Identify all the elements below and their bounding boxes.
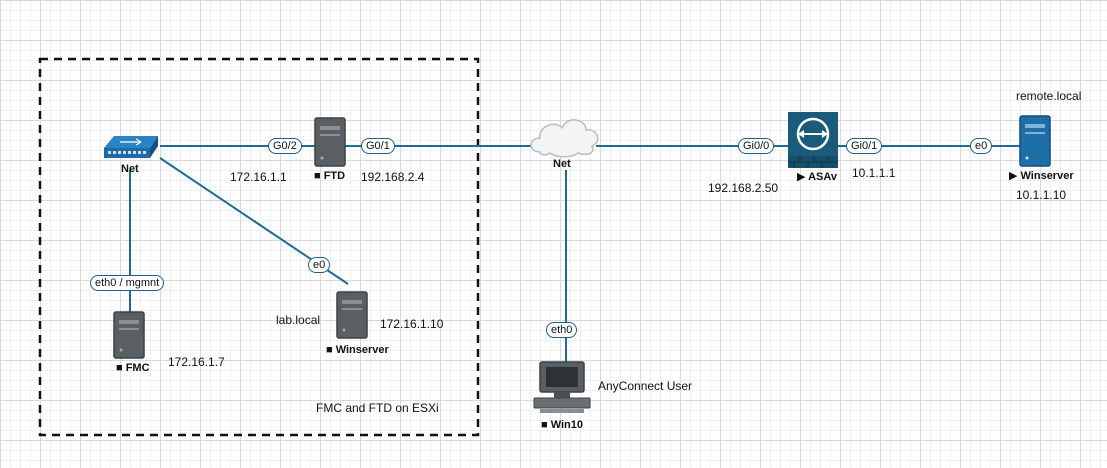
- ip-fmc: 172.16.1.7: [168, 355, 225, 369]
- win10-label: ■ Win10: [541, 419, 583, 431]
- esxi-box-label: FMC and FTD on ESXi: [316, 401, 439, 415]
- winserver-right-label: ▶ Winserver: [1009, 170, 1074, 182]
- esxi-boundary: [38, 57, 480, 437]
- lab-local-label: lab.local: [276, 313, 321, 327]
- net-center-label: Net: [553, 158, 571, 170]
- ip-ftd-outside: 192.168.2.4: [361, 170, 425, 184]
- win10-eth0-badge: eth0: [546, 322, 578, 338]
- ip-asav-outside: 192.168.2.50: [708, 181, 779, 195]
- ftd-label: ■ FTD: [314, 170, 346, 182]
- asav-gi00-badge: Gi0/0: [738, 138, 775, 154]
- switch-icon: [104, 136, 158, 158]
- fmc-label: ■ FMC: [116, 362, 150, 374]
- asa-firewall-icon: [788, 112, 838, 168]
- server-icon: [336, 291, 368, 339]
- server-icon: [1019, 115, 1051, 167]
- asav-label: ▶ ASAv: [797, 171, 838, 183]
- ip-asav-inside: 10.1.1.1: [852, 166, 896, 180]
- server-icon: [314, 117, 346, 167]
- remote-local-label: remote.local: [1016, 89, 1082, 103]
- winserver-left-label: ■ Winserver: [326, 344, 389, 356]
- anyconnect-label: AnyConnect User: [598, 379, 693, 393]
- net-left-label: Net: [121, 163, 139, 175]
- ftd-g01-badge: G0/1: [361, 138, 395, 154]
- winserver-r-e0-badge: e0: [970, 138, 993, 154]
- server-icon: [113, 311, 145, 359]
- workstation-icon: [533, 361, 591, 413]
- fmc-eth0-badge: eth0 / mgmnt: [90, 275, 165, 291]
- ip-winserver-right: 10.1.1.10: [1016, 188, 1067, 202]
- asav-gi01-badge: Gi0/1: [846, 138, 883, 154]
- ip-winserver-left: 172.16.1.10: [380, 317, 444, 331]
- ip-ftd-inside: 172.16.1.1: [230, 170, 287, 184]
- cloud-icon: [530, 119, 599, 158]
- winserver-e0-badge: e0: [308, 257, 331, 273]
- ftd-g02-badge: G0/2: [268, 138, 302, 154]
